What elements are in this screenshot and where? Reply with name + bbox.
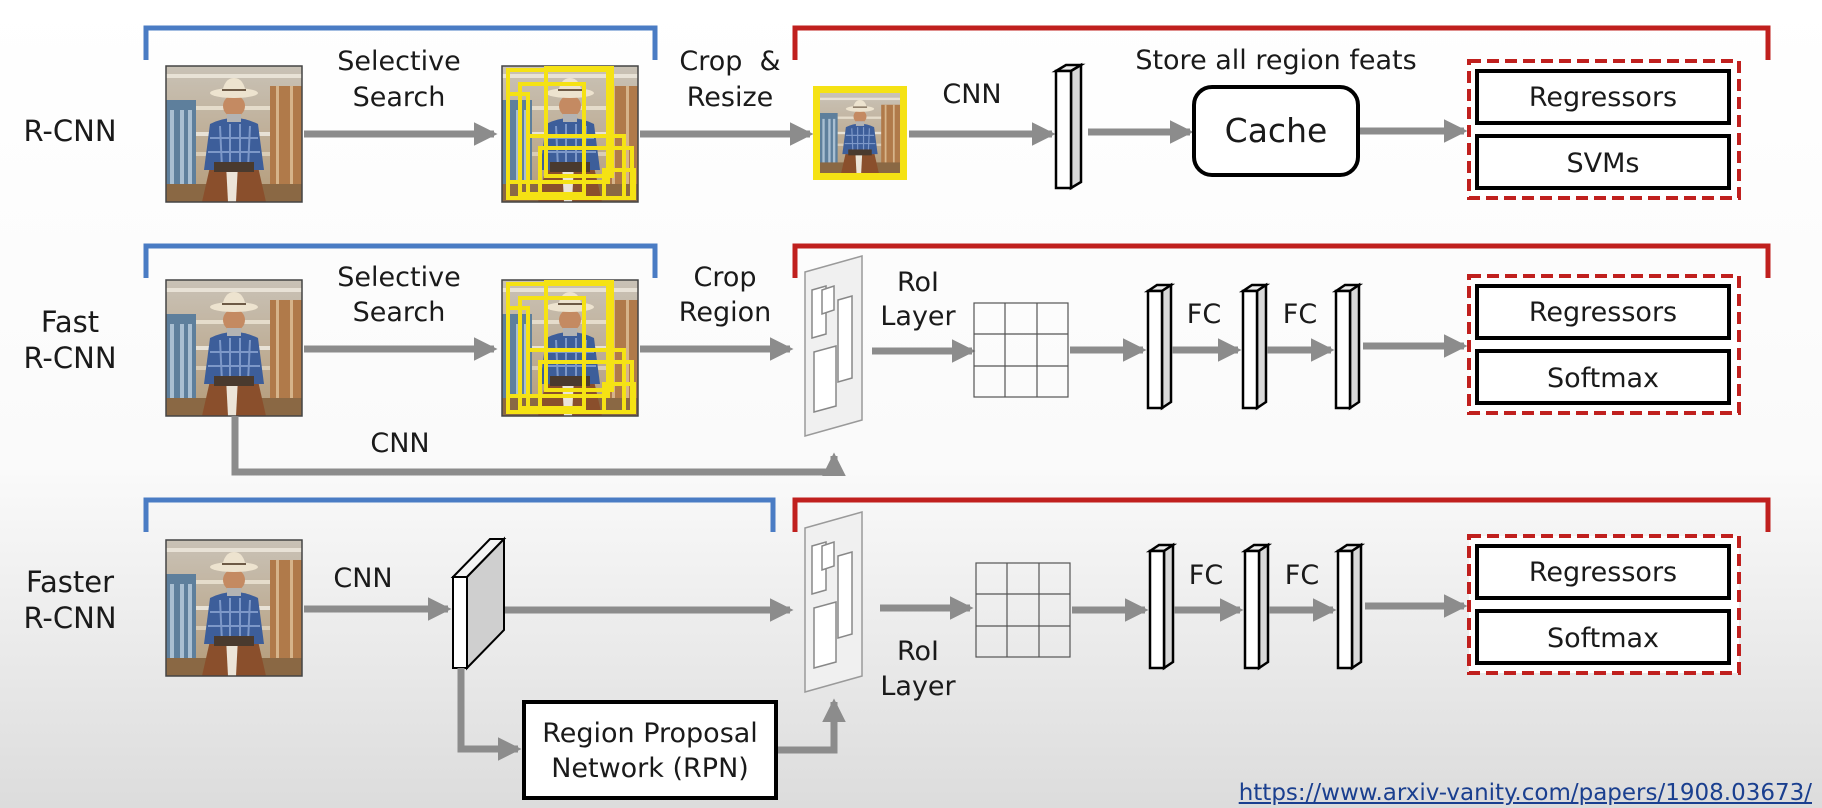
- cropped-region-image: [813, 86, 907, 180]
- softmax-label-fast: Softmax: [1547, 363, 1659, 394]
- fc-label-1-fast: FC: [1187, 299, 1221, 330]
- region-bracket-fast: [143, 243, 658, 278]
- fc-vector-2-fast: [1238, 282, 1271, 411]
- crop-resize-label-line1: Crop &: [679, 46, 780, 77]
- roi-grid-faster: [975, 562, 1071, 658]
- cache-box: [1192, 85, 1360, 177]
- cnn-label-fast: CNN: [370, 428, 429, 459]
- feature-bracket-fast: [792, 243, 1771, 278]
- selective-search-label-rcnn-line1: Selective: [337, 46, 460, 77]
- feature-map-faster: [804, 511, 863, 693]
- row-label-faster-line1: Faster: [26, 565, 114, 599]
- svms-label: SVMs: [1567, 148, 1640, 179]
- fc-label-1-faster: FC: [1189, 560, 1223, 591]
- region-bracket-faster: [143, 497, 776, 532]
- heads-group-faster: [1467, 534, 1741, 675]
- row-label-fast-line1: Fast: [41, 305, 99, 339]
- cnn-label-rcnn: CNN: [942, 79, 1001, 110]
- selective-search-label-fast-line2: Search: [353, 297, 446, 328]
- regressors-label-fast: Regressors: [1529, 297, 1677, 328]
- heads-group-fast: [1467, 274, 1741, 415]
- roi-layer-label-faster-line2: Layer: [880, 671, 956, 702]
- fc-vector-3-fast: [1331, 282, 1364, 411]
- selective-search-label-fast-line1: Selective: [337, 262, 460, 293]
- row-label-faster-line2: R-CNN: [23, 601, 116, 635]
- rpn-label-line1: Region Proposal: [542, 718, 758, 749]
- feature-map-fast: [804, 255, 863, 437]
- input-image-faster: [165, 539, 303, 677]
- crop-resize-label-line2: Resize: [687, 82, 774, 113]
- backbone-feature-faster: [450, 536, 507, 671]
- proposals-image-fast: [501, 279, 639, 417]
- roi-layer-label-faster-line1: RoI: [897, 636, 939, 667]
- fc-label-2-faster: FC: [1285, 560, 1319, 591]
- softmax-label-faster: Softmax: [1547, 623, 1659, 654]
- crop-region-label-line2: Region: [679, 297, 771, 328]
- heads-group-rcnn: [1467, 59, 1741, 200]
- selective-search-label-rcnn-line2: Search: [353, 82, 446, 113]
- roi-layer-label-fast-line1: RoI: [897, 267, 939, 298]
- fc-vector-1-faster: [1145, 542, 1178, 671]
- cnn-label-faster: CNN: [333, 563, 392, 594]
- feature-bracket-rcnn: [792, 25, 1771, 60]
- crop-region-label-line1: Crop: [693, 262, 756, 293]
- regressors-label-rcnn: Regressors: [1529, 82, 1677, 113]
- proposals-image-rcnn: [501, 65, 639, 203]
- fc-vector-3-faster: [1333, 542, 1366, 671]
- store-feats-label: Store all region feats: [1135, 45, 1416, 76]
- arrow-rpn-to-featmap: [778, 698, 846, 754]
- cnn-path-fast: [231, 416, 846, 477]
- feature-vector-rcnn: [1051, 62, 1086, 191]
- region-bracket-rcnn: [143, 25, 658, 60]
- cache-label: Cache: [1225, 111, 1328, 150]
- row-label-rcnn: R-CNN: [23, 114, 116, 148]
- row-label-fast-line2: R-CNN: [23, 341, 116, 375]
- feature-bracket-faster: [792, 497, 1771, 532]
- fc-vector-1-fast: [1143, 282, 1176, 411]
- fc-vector-2-faster: [1240, 542, 1273, 671]
- roi-layer-label-fast-line2: Layer: [880, 301, 956, 332]
- rpn-box: [522, 700, 778, 800]
- arrow-to-rpn: [457, 668, 522, 761]
- source-link[interactable]: https://www.arxiv-vanity.com/papers/1908…: [1238, 780, 1812, 806]
- input-image-fast: [165, 279, 303, 417]
- fc-label-2-fast: FC: [1283, 299, 1317, 330]
- rpn-label-line2: Network (RPN): [551, 753, 749, 784]
- regressors-label-faster: Regressors: [1529, 557, 1677, 588]
- roi-grid-fast: [973, 302, 1069, 398]
- input-image-rcnn: [165, 65, 303, 203]
